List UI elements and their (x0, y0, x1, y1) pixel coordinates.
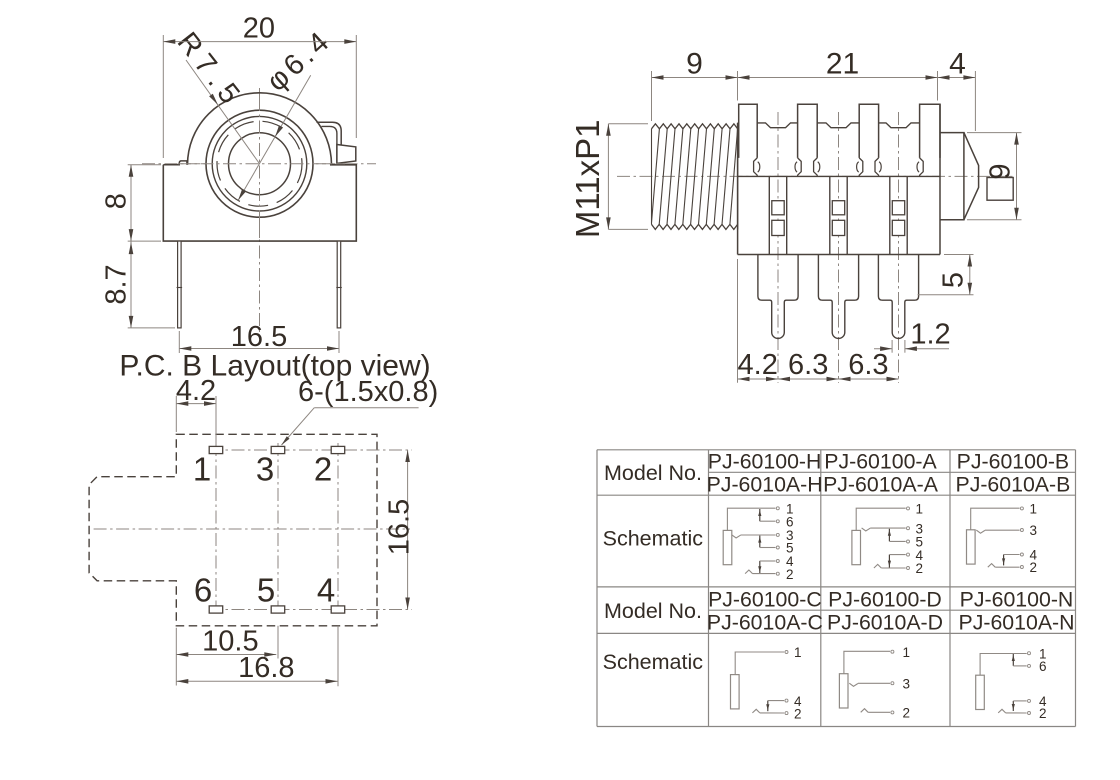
svg-text:6: 6 (786, 515, 794, 530)
svg-text:5: 5 (938, 272, 970, 288)
svg-text:PJ-60100-C: PJ-60100-C (708, 588, 822, 612)
svg-text:4: 4 (949, 48, 966, 81)
svg-text:2: 2 (1039, 706, 1047, 721)
svg-text:M11xP1: M11xP1 (569, 119, 606, 238)
svg-text:1: 1 (1039, 646, 1047, 661)
svg-text:PJ-60100-B: PJ-60100-B (957, 450, 1069, 474)
svg-text:Schematic: Schematic (603, 527, 704, 551)
svg-text:2: 2 (794, 706, 802, 721)
svg-text:PJ-6010A-N: PJ-6010A-N (959, 611, 1075, 635)
svg-text:Schematic: Schematic (603, 650, 704, 674)
svg-text:PJ-6010A-A: PJ-6010A-A (823, 473, 939, 497)
svg-text:3: 3 (786, 528, 794, 543)
svg-text:1: 1 (794, 645, 802, 660)
svg-text:2: 2 (1030, 560, 1038, 575)
svg-text:16.8: 16.8 (238, 652, 294, 684)
svg-text:6.3: 6.3 (788, 349, 828, 381)
svg-text:3: 3 (1030, 523, 1038, 538)
svg-text:8: 8 (101, 193, 133, 209)
svg-text:PJ-60100-N: PJ-60100-N (960, 588, 1074, 612)
svg-text:PJ-6010A-D: PJ-6010A-D (827, 611, 943, 635)
svg-text:PJ-6010A-B: PJ-6010A-B (955, 473, 1070, 497)
svg-text:1.2: 1.2 (910, 319, 950, 351)
svg-text:1: 1 (903, 645, 911, 660)
svg-text:16.5: 16.5 (383, 499, 415, 555)
svg-text:20: 20 (243, 13, 275, 45)
svg-text:6-(1.5x0.8): 6-(1.5x0.8) (298, 376, 438, 408)
svg-text:2: 2 (314, 451, 332, 488)
svg-text:2: 2 (786, 567, 794, 582)
svg-text:6: 6 (194, 572, 212, 609)
svg-text:10.5: 10.5 (202, 626, 258, 658)
svg-text:Model No.: Model No. (604, 599, 702, 623)
svg-text:1: 1 (1030, 502, 1038, 517)
svg-text:16.5: 16.5 (231, 321, 287, 353)
svg-text:4: 4 (1030, 548, 1038, 563)
svg-text:2: 2 (903, 706, 911, 721)
svg-text:Model No.: Model No. (604, 461, 702, 485)
svg-text:21: 21 (826, 48, 859, 81)
svg-text:5: 5 (257, 572, 275, 609)
svg-text:3: 3 (916, 521, 924, 536)
svg-text:4: 4 (1039, 694, 1047, 709)
svg-text:9: 9 (985, 163, 1017, 179)
svg-text:4: 4 (786, 554, 794, 569)
svg-text:9: 9 (686, 48, 703, 81)
svg-text:4: 4 (794, 694, 802, 709)
svg-text:8.7: 8.7 (101, 264, 133, 304)
svg-text:6.3: 6.3 (848, 349, 888, 381)
svg-text:3: 3 (903, 676, 911, 691)
svg-text:PJ-6010A-C: PJ-6010A-C (707, 611, 823, 635)
svg-text:6: 6 (1039, 659, 1047, 674)
svg-text:1: 1 (786, 502, 794, 517)
svg-text:3: 3 (256, 451, 274, 488)
svg-text:2: 2 (916, 561, 924, 576)
svg-text:5: 5 (786, 541, 794, 556)
svg-text:4.2: 4.2 (176, 375, 216, 407)
svg-text:5: 5 (916, 535, 924, 550)
svg-text:1: 1 (916, 502, 924, 517)
svg-text:1: 1 (193, 451, 211, 488)
svg-text:P.C. B Layout(top view): P.C. B Layout(top view) (119, 350, 430, 383)
svg-text:PJ-6010A-H: PJ-6010A-H (707, 473, 823, 497)
svg-text:PJ-60100-H: PJ-60100-H (708, 450, 822, 474)
svg-text:4: 4 (317, 572, 335, 609)
svg-text:PJ-60100-D: PJ-60100-D (828, 588, 942, 612)
svg-text:4.2: 4.2 (738, 349, 778, 381)
svg-text:4: 4 (916, 548, 924, 563)
svg-text:PJ-60100-A: PJ-60100-A (824, 450, 937, 474)
